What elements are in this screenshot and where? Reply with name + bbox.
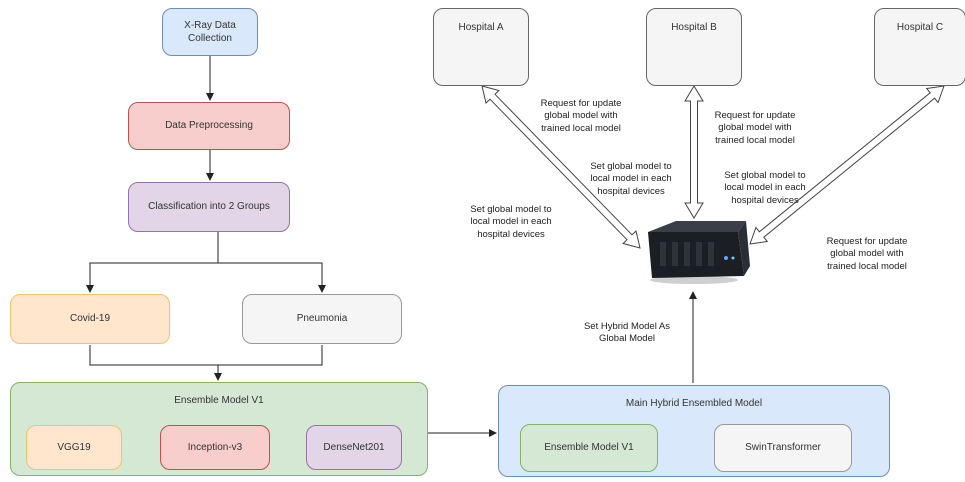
pneumonia-label: Pneumonia [296,313,348,325]
hospital-b-node: Hospital B [646,8,742,86]
hybrid-ensemble-v1-label: Ensemble Model V1 [544,442,634,454]
swin-transformer-node: SwinTransformer [714,424,852,472]
covid-label: Covid-19 [69,313,111,325]
preprocessing-label: Data Preprocessing [165,120,253,132]
note-set-hybrid: Set Hybrid Model As Global Model [583,321,671,345]
hospital-a-label: Hospital A [458,22,504,33]
note-set-c: Set global model to local model in each … [724,170,806,206]
data-collection-node: X-Ray Data Collection [162,8,258,56]
ensemble-v1-title: Ensemble Model V1 [174,395,264,406]
hospital-server-arrows [481,85,945,249]
densenet201-node: DenseNet201 [306,425,402,470]
note-set-a: Set global model to local model in each … [470,204,552,240]
densenet201-label: DenseNet201 [323,441,385,453]
note-request-c: Request for update global model with tra… [826,236,908,272]
note-request-a: Request for update global model with tra… [540,98,622,134]
arrow-hospital-b-server [684,85,704,219]
classification-node: Classification into 2 Groups [128,182,290,232]
arrow-hospital-c-server [749,85,945,245]
hospital-a-node: Hospital A [433,8,529,86]
pneumonia-node: Pneumonia [242,294,402,344]
hospital-c-label: Hospital C [896,22,944,33]
inception-v3-node: Inception-v3 [160,425,270,470]
covid-node: Covid-19 [10,294,170,344]
note-request-b: Request for update global model with tra… [714,110,796,146]
classification-label: Classification into 2 Groups [148,201,270,213]
vgg19-node: VGG19 [26,425,122,470]
data-collection-label: X-Ray Data Collection [184,19,236,45]
vgg19-label: VGG19 [57,441,91,453]
hybrid-ensemble-v1-node: Ensemble Model V1 [520,424,658,472]
server-icon [648,221,750,284]
arrow-to-pneumonia [218,262,326,293]
hospital-b-label: Hospital B [671,22,717,33]
hospital-c-node: Hospital C [874,8,965,86]
merge-line [89,345,323,366]
arrow-hospital-a-server [481,85,641,249]
preprocessing-node: Data Preprocessing [128,102,290,150]
arrow-to-covid [86,232,219,293]
inception-v3-label: Inception-v3 [187,441,243,453]
hybrid-model-title: Main Hybrid Ensembled Model [625,398,763,409]
swin-transformer-label: SwinTransformer [745,442,821,454]
note-set-b: Set global model to local model in each … [590,161,672,197]
